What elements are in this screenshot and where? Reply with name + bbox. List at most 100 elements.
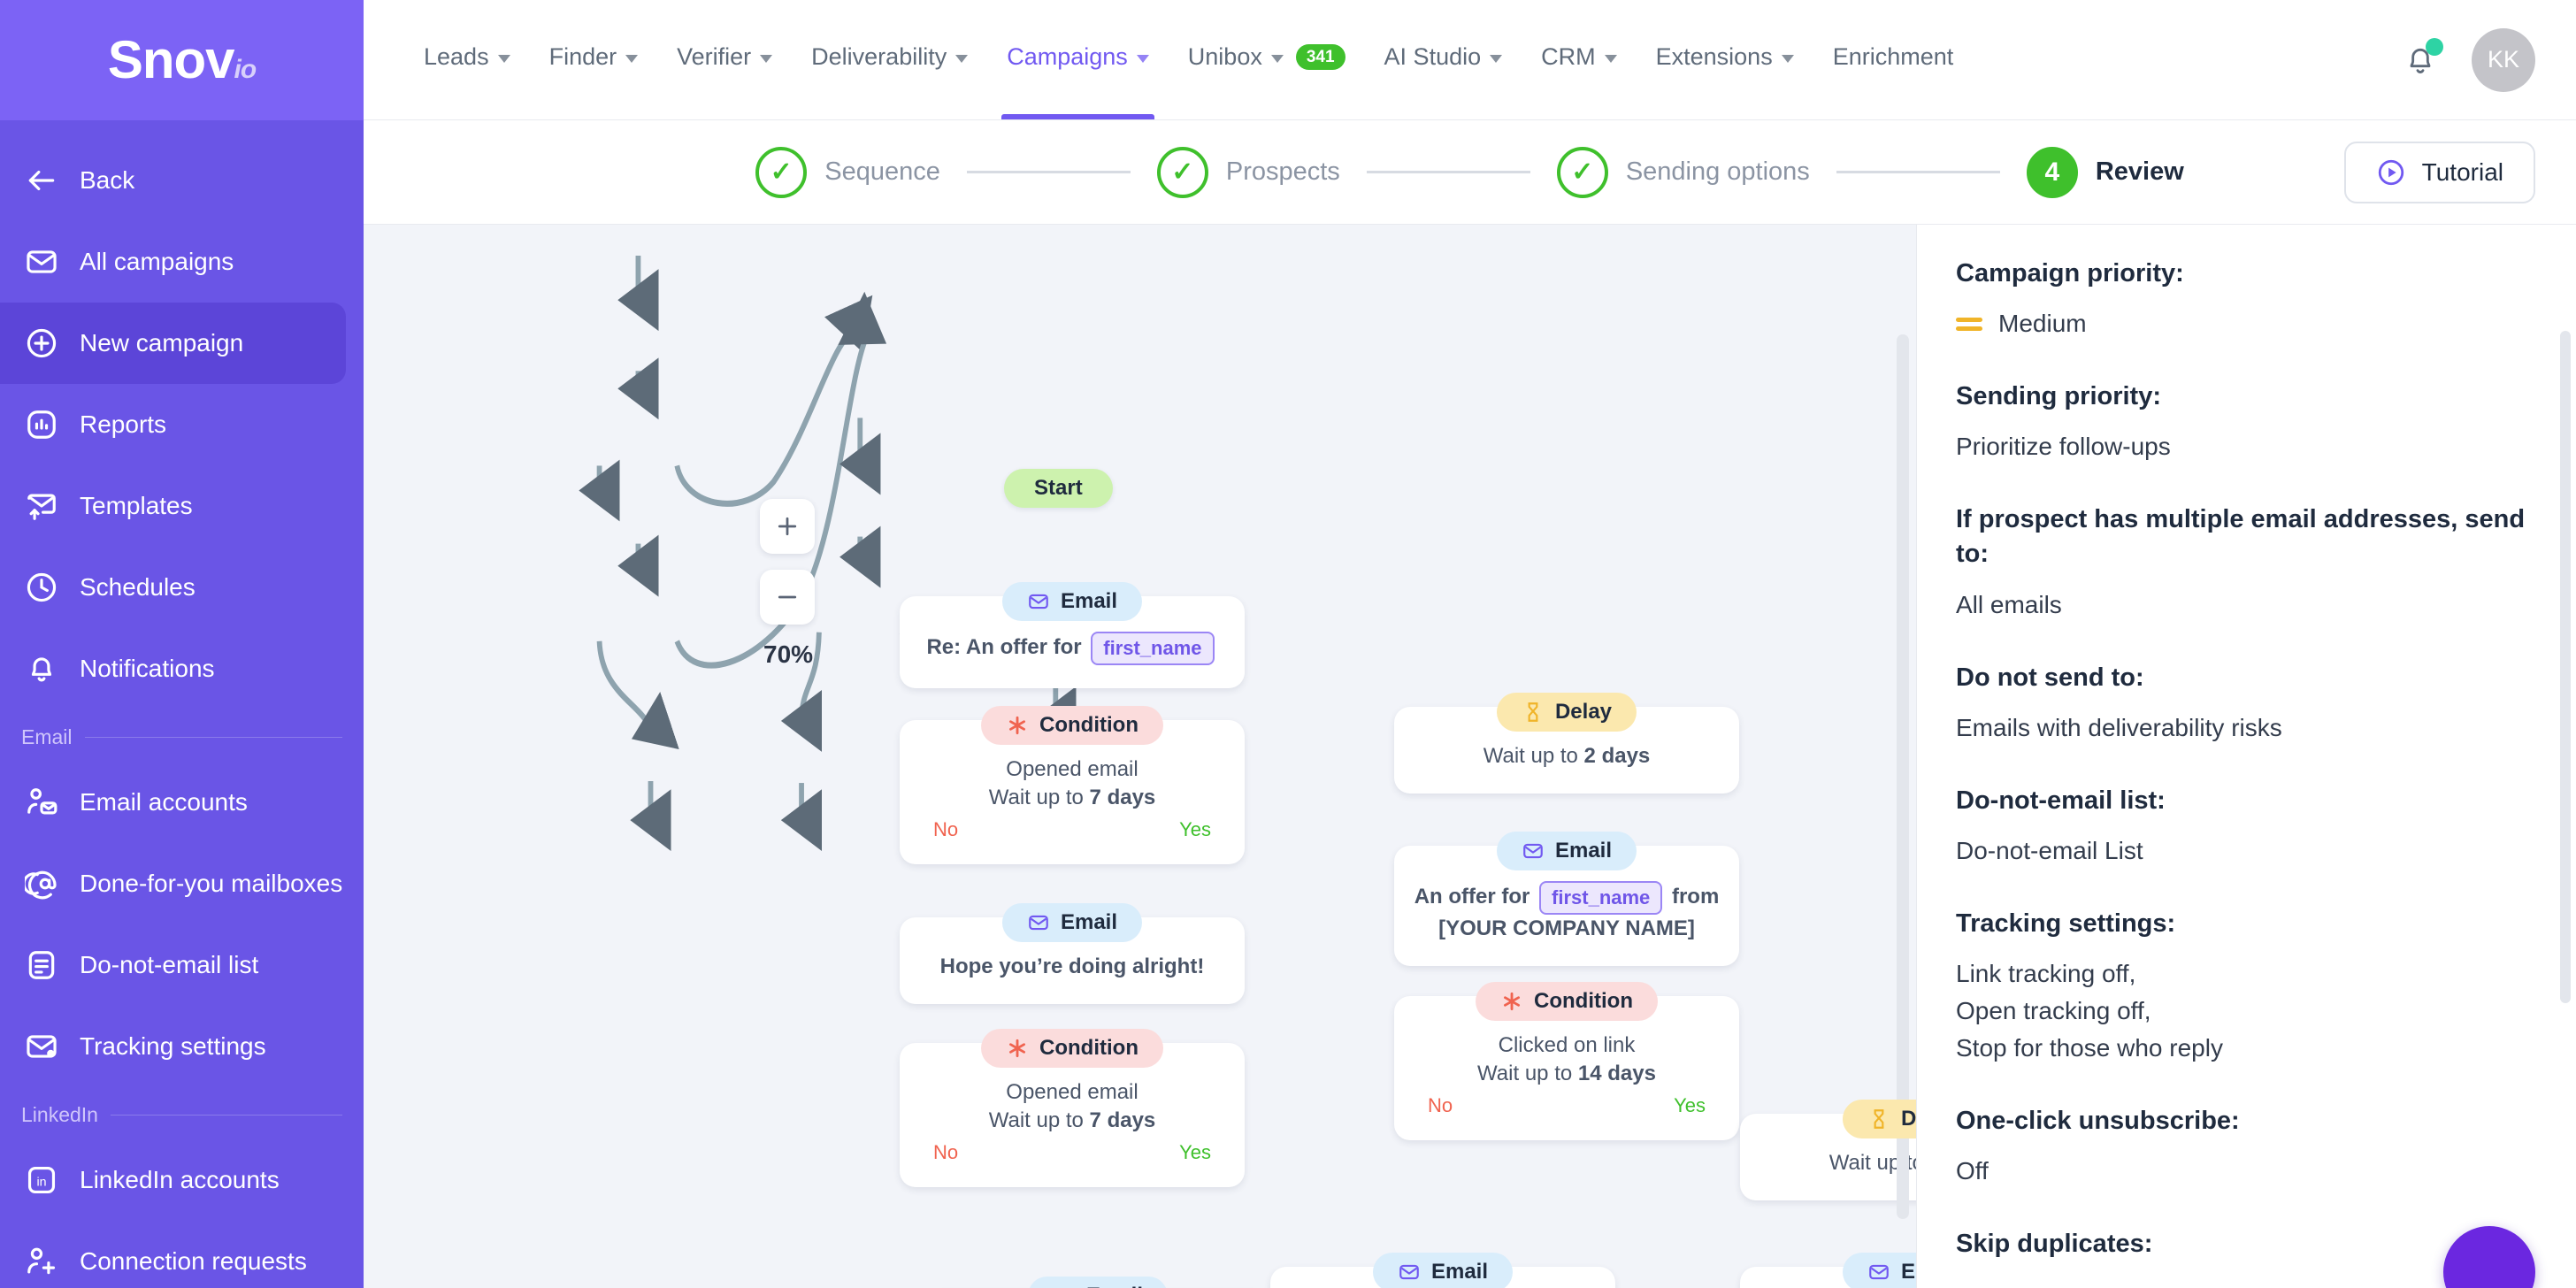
node-email-hot[interactable]: Email An offer from [COMPANY NAME].Let’s… (1740, 1253, 1916, 1288)
node-delay-1[interactable]: Delay Wait up to 2 days (1394, 693, 1739, 794)
node-email-appointment[interactable]: Email We need to schedule an appointment (1270, 1253, 1615, 1288)
nav-extensions[interactable]: Extensions (1637, 0, 1813, 119)
chevron-down-icon (1136, 54, 1149, 63)
node-type-chip-condition: Condition (981, 706, 1163, 745)
sidebar-nav: Back All campaigns New campaign Reports (0, 120, 364, 1288)
sidebar-item-label: Schedules (80, 573, 196, 601)
zoom-out-button[interactable] (760, 570, 815, 625)
step-connector (1836, 171, 2000, 173)
node-condition-1[interactable]: Condition Opened email Wait up to 7 days… (900, 706, 1245, 864)
nav-crm[interactable]: CRM (1522, 0, 1637, 119)
node-line-2: Wait up to 14 days (1477, 1062, 1656, 1086)
label-skip-duplicates: Skip duplicates: (1956, 1230, 2153, 1259)
chevron-down-icon (1781, 54, 1794, 63)
merge-token: first_name (1091, 632, 1215, 665)
sidebar-item-tracking-settings[interactable]: Tracking settings (0, 1006, 346, 1087)
step-sequence[interactable]: ✓ Sequence (755, 146, 940, 198)
envelope-icon (1867, 1261, 1890, 1284)
sidebar-item-email-accounts[interactable]: Email accounts (0, 762, 346, 843)
sidebar-item-label: Email accounts (80, 788, 248, 816)
nav-campaigns[interactable]: Campaigns (987, 0, 1169, 119)
sidebar-item-label: Done-for-you mailboxes (80, 870, 343, 897)
template-icon (25, 489, 58, 523)
chip-label: Email (1086, 1284, 1143, 1288)
sidebar-item-linkedin-accounts[interactable]: in LinkedIn accounts (0, 1139, 346, 1221)
user-plus-icon (25, 1245, 58, 1278)
envelope-icon (1027, 590, 1050, 613)
asterisk-icon (1006, 714, 1029, 737)
envelope-icon (1522, 840, 1545, 862)
asterisk-icon (1500, 990, 1523, 1013)
canvas-vertical-scrollbar[interactable] (1897, 334, 1909, 1219)
chip-label: Delay (1900, 1107, 1916, 1131)
node-type-chip-delay: Delay (1842, 1100, 1916, 1138)
nav-deliverability[interactable]: Deliverability (792, 0, 987, 119)
branch-no-label: No (933, 817, 959, 840)
step-connector (1366, 171, 1530, 173)
sidebar-item-all-campaigns[interactable]: All campaigns (0, 221, 346, 303)
bell-icon (2410, 48, 2431, 73)
brand-logo[interactable]: Snovio (0, 0, 364, 120)
node-line-2: Wait up to 2 days (1828, 1151, 1916, 1175)
node-email-2[interactable]: Email Hope you’re doing alright! (900, 903, 1245, 1005)
sidebar-item-label: Templates (80, 492, 193, 519)
divider (84, 737, 342, 738)
node-subject: Hope you’re doing alright! (939, 954, 1205, 978)
step-prospects[interactable]: ✓ Prospects (1156, 146, 1340, 198)
sequence-canvas[interactable]: 70% (364, 225, 1916, 1288)
sidebar-group-label: LinkedIn (21, 1103, 98, 1126)
sidebar-item-templates[interactable]: Templates (0, 465, 346, 547)
logo-suffix: io (234, 55, 257, 84)
mail-dot-icon (25, 1030, 58, 1063)
value-one-click-unsubscribe: Off (1956, 1157, 1989, 1185)
chip-label: Condition (1039, 1036, 1138, 1060)
sidebar-item-connection-requests[interactable]: Connection requests (0, 1221, 346, 1288)
node-type-chip-email: Email (1842, 1253, 1916, 1288)
tutorial-button[interactable]: Tutorial (2343, 141, 2535, 203)
merge-token: first_name (1539, 881, 1663, 915)
zoom-in-button[interactable] (760, 499, 815, 554)
sidebar-item-new-campaign[interactable]: New campaign (0, 303, 346, 384)
chevron-down-icon (1270, 54, 1284, 63)
node-line-2: Wait up to 7 days (988, 1108, 1156, 1133)
branch-yes-label: Yes (1674, 1093, 1706, 1116)
step-label: Sequence (824, 157, 940, 186)
sidebar-item-schedules[interactable]: Schedules (0, 547, 346, 628)
notifications-bell-button[interactable] (2403, 37, 2443, 80)
avatar[interactable]: KK (2472, 27, 2535, 92)
sidebar-item-label: LinkedIn accounts (80, 1166, 280, 1193)
node-delay-2[interactable]: Delay Wait up to 2 days (1740, 1100, 1916, 1201)
nav-verifier[interactable]: Verifier (657, 0, 792, 119)
node-condition-2[interactable]: Condition Opened email Wait up to 7 days… (900, 1029, 1245, 1187)
step-sending-options[interactable]: ✓ Sending options (1556, 146, 1810, 198)
notification-dot (2426, 37, 2443, 56)
node-subject: An offer for first_name from[YOUR COMPAN… (1414, 881, 1720, 943)
step-check-icon: ✓ (1556, 146, 1608, 198)
sidebar-item-back[interactable]: Back (0, 140, 346, 221)
node-type-chip-delay: Delay (1496, 693, 1637, 732)
node-email-1[interactable]: Email Re: An offer for first_name (900, 582, 1245, 688)
node-email-offer[interactable]: Email An offer for first_name from[YOUR … (1394, 832, 1739, 967)
value-tracking-settings: Link tracking off, Open tracking off, St… (1956, 959, 2223, 1062)
step-label: Sending options (1625, 157, 1810, 186)
node-type-chip-email: Email (1001, 582, 1143, 621)
nav-enrichment[interactable]: Enrichment (1813, 0, 1974, 119)
tutorial-label: Tutorial (2421, 157, 2503, 186)
sidebar-item-done-for-you-mailboxes[interactable]: Done-for-you mailboxes (0, 843, 346, 924)
branch-no-label: No (933, 1140, 959, 1163)
step-review[interactable]: 4 Review (2026, 146, 2184, 198)
chip-label: Email (1900, 1260, 1916, 1284)
review-panel-scrollbar[interactable] (2560, 331, 2571, 1003)
nav-finder[interactable]: Finder (530, 0, 658, 119)
node-condition-clicked[interactable]: Condition Clicked on link Wait up to 14 … (1394, 982, 1739, 1140)
branch-yes-label: Yes (1179, 1140, 1211, 1163)
nav-leads[interactable]: Leads (404, 0, 530, 119)
sidebar-item-do-not-email-list[interactable]: Do-not-email list (0, 924, 346, 1006)
sidebar-item-notifications[interactable]: Notifications (0, 628, 346, 709)
node-start[interactable]: Start (1004, 469, 1113, 508)
sidebar-item-reports[interactable]: Reports (0, 384, 346, 465)
nav-ai-studio[interactable]: AI Studio (1365, 0, 1522, 119)
node-branch-labels: No Yes (919, 813, 1225, 841)
node-type-chip-condition: Condition (981, 1029, 1163, 1068)
